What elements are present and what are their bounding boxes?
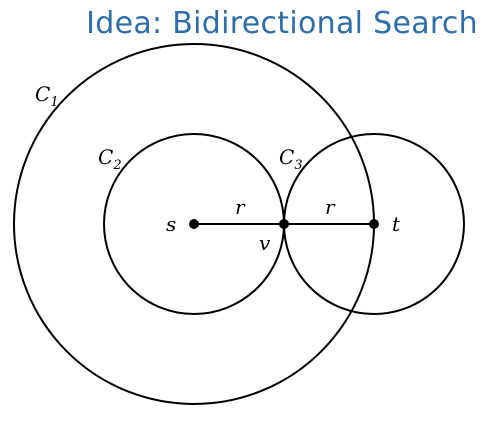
label-r-vt: r [325, 195, 336, 219]
label-t: t [392, 212, 401, 236]
point-s [189, 219, 199, 229]
label-c2: C2 [98, 145, 122, 173]
label-c1: C1 [35, 82, 59, 110]
slide-title: Idea: Bidirectional Search [86, 6, 478, 41]
point-t [369, 219, 379, 229]
label-r-sv: r [235, 195, 246, 219]
label-v: v [259, 231, 271, 255]
label-c3: C3 [279, 145, 303, 173]
label-s: s [166, 212, 176, 236]
point-v [279, 219, 289, 229]
